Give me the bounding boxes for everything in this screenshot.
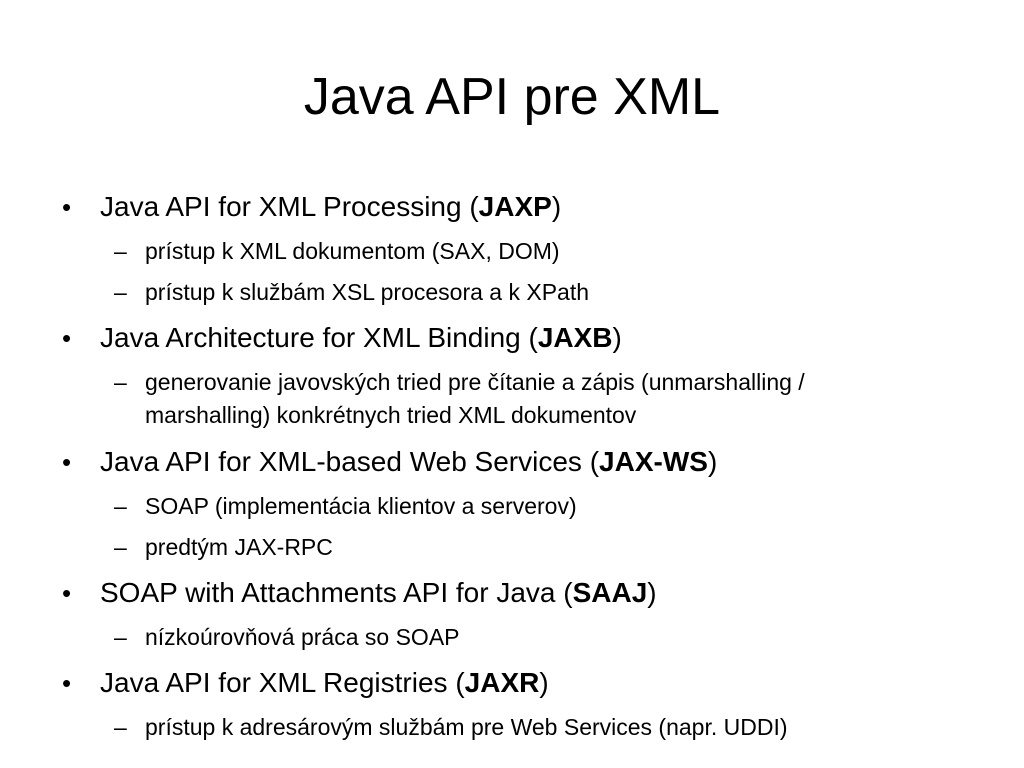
bullet-text: Java API for XML-based Web Services ( xyxy=(100,446,600,477)
bullet-marker: • xyxy=(62,447,72,477)
bullet-text: Java API for XML Processing ( xyxy=(100,191,479,222)
dash-marker: – xyxy=(114,279,127,305)
acronym-bold: JAX-WS xyxy=(599,446,708,477)
sub-item: nízkoúrovňová práca so SOAP xyxy=(145,624,460,650)
bullet-marker: • xyxy=(62,323,72,353)
bullet-text-end: ) xyxy=(707,446,718,477)
dash-marker: – xyxy=(114,714,127,740)
acronym-bold: JAXR xyxy=(464,667,540,698)
dash-marker: – xyxy=(114,493,127,519)
bullet-marker: • xyxy=(62,668,72,698)
dash-marker: – xyxy=(114,369,127,395)
bullet-marker: • xyxy=(62,192,72,222)
sub-item: predtým JAX-RPC xyxy=(145,534,333,560)
bullet-text: Java API for XML Registries ( xyxy=(100,667,465,698)
dash-marker: – xyxy=(114,238,127,264)
bullet-text-end: ) xyxy=(539,667,549,698)
bullet-item-jaxr: Java API for XML Registries (JAXR) xyxy=(100,667,549,699)
dash-marker: – xyxy=(114,534,127,560)
bullet-item-jaxb: Java Architecture for XML Binding (JAXB) xyxy=(100,322,622,354)
sub-item: prístup k adresárovým službám pre Web Se… xyxy=(145,714,788,740)
sub-item: prístup k službám XSL procesora a k XPat… xyxy=(145,279,590,305)
bullet-marker: • xyxy=(62,578,72,608)
acronym-bold: JAXP xyxy=(478,191,552,222)
sub-item: SOAP (implementácia klientov a serverov) xyxy=(145,493,577,519)
bullet-text: SOAP with Attachments API for Java ( xyxy=(100,577,573,608)
bullet-item-jaxws: Java API for XML-based Web Services (JAX… xyxy=(100,446,717,478)
bullet-item-saaj: SOAP with Attachments API for Java (SAAJ… xyxy=(100,577,657,609)
sub-item: prístup k XML dokumentom (SAX, DOM) xyxy=(145,238,560,264)
acronym-bold: JAXB xyxy=(537,322,613,353)
bullet-text: Java Architecture for XML Binding ( xyxy=(100,322,538,353)
bullet-text-end: ) xyxy=(551,191,562,222)
dash-marker: – xyxy=(114,624,127,650)
acronym-bold: SAAJ xyxy=(572,577,648,608)
bullet-item-jaxp: Java API for XML Processing (JAXP) xyxy=(100,191,561,223)
bullet-text-end: ) xyxy=(647,577,657,608)
sub-item-continuation: marshalling) konkrétnych tried XML dokum… xyxy=(145,402,637,428)
sub-item: generovanie javovských tried pre čítanie… xyxy=(145,369,805,395)
bullet-text-end: ) xyxy=(612,322,622,353)
slide-title: Java API pre XML xyxy=(303,68,721,126)
